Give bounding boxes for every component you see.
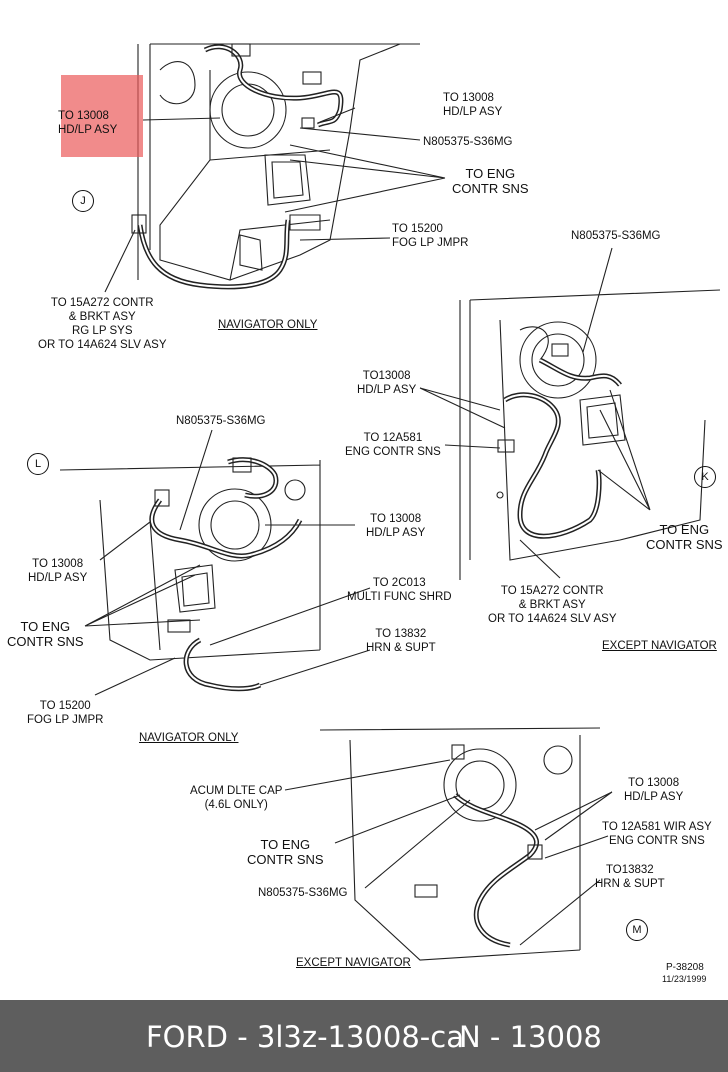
- view-m-eng-contr-label: TO ENG CONTR SNS: [247, 837, 324, 867]
- view-m-wir-asy-label: TO 12A581 WIR ASY ENG CONTR SNS: [602, 821, 712, 847]
- view-j-drawing: [104, 43, 446, 293]
- view-l-marker: L: [27, 453, 49, 475]
- reference-date: 11/23/1999: [662, 974, 707, 984]
- view-j-hdlp-label: TO 13008 HD/LP ASY: [443, 92, 503, 118]
- view-m-marker: M: [626, 919, 648, 941]
- view-m-acum-label: ACUM DLTE CAP (4.6L ONLY): [190, 785, 283, 811]
- view-j-fog-lp-label: TO 15200 FOG LP JMPR: [392, 223, 469, 249]
- footer-bar: FORD - 3l3z-13008-ca N - 13008: [0, 1000, 728, 1072]
- view-l-fog-lp-label: TO 15200 FOG LP JMPR: [27, 700, 104, 726]
- view-k-drawing: [419, 247, 721, 580]
- view-j-caption: NAVIGATOR ONLY: [218, 319, 318, 331]
- view-l-eng-contr-label: TO ENG CONTR SNS: [7, 619, 84, 649]
- view-k-caption: EXCEPT NAVIGATOR: [602, 640, 717, 652]
- view-j-eng-contr-label: TO ENG CONTR SNS: [452, 166, 529, 196]
- view-l-hdlp-left-label: TO 13008 HD/LP ASY: [28, 558, 88, 584]
- view-k-marker: K: [694, 466, 716, 488]
- view-j-contr-brkt-label: TO 15A272 CONTR & BRKT ASY RG LP SYS OR …: [38, 297, 167, 351]
- view-l-multi-func-label: TO 2C013 MULTI FUNC SHRD: [347, 577, 452, 603]
- view-k-eng-contr-label: TO ENG CONTR SNS: [646, 522, 723, 552]
- view-m-drawing: [284, 727, 613, 961]
- view-l-caption: NAVIGATOR ONLY: [139, 732, 239, 744]
- view-m-hrn-supt-label: TO13832 HRN & SUPT: [595, 864, 665, 890]
- view-l-hrn-supt-label: TO 13832 HRN & SUPT: [366, 628, 436, 654]
- view-k-fastener-label: N805375-S36MG: [571, 230, 661, 242]
- reference-number: P-38208: [666, 962, 704, 973]
- view-k-eng-contr-sns-label: TO 12A581 ENG CONTR SNS: [345, 432, 441, 458]
- view-k-contr-brkt-label: TO 15A272 CONTR & BRKT ASY OR TO 14A624 …: [488, 585, 617, 625]
- view-l-drawing: [59, 429, 371, 696]
- highlight-box: [61, 75, 143, 157]
- footer-catalog-number: N - 13008: [459, 1020, 602, 1054]
- view-m-fastener-label: N805375-S36MG: [258, 887, 348, 899]
- view-l-fastener-label: N805375-S36MG: [176, 415, 266, 427]
- wiring-harness-diagram: [59, 43, 721, 961]
- view-m-hdlp-label: TO 13008 HD/LP ASY: [624, 777, 684, 803]
- view-l-hdlp-right-label: TO 13008 HD/LP ASY: [366, 513, 426, 539]
- view-m-caption: EXCEPT NAVIGATOR: [296, 957, 411, 969]
- footer-part-number: FORD - 3l3z-13008-ca: [146, 1020, 464, 1054]
- view-j-marker: J: [72, 190, 94, 212]
- view-j-hdlp-highlighted-label: TO 13008 HD/LP ASY: [58, 110, 118, 136]
- view-k-hdlp-label: TO13008 HD/LP ASY: [357, 370, 417, 396]
- view-j-fastener-label: N805375-S36MG: [423, 136, 513, 148]
